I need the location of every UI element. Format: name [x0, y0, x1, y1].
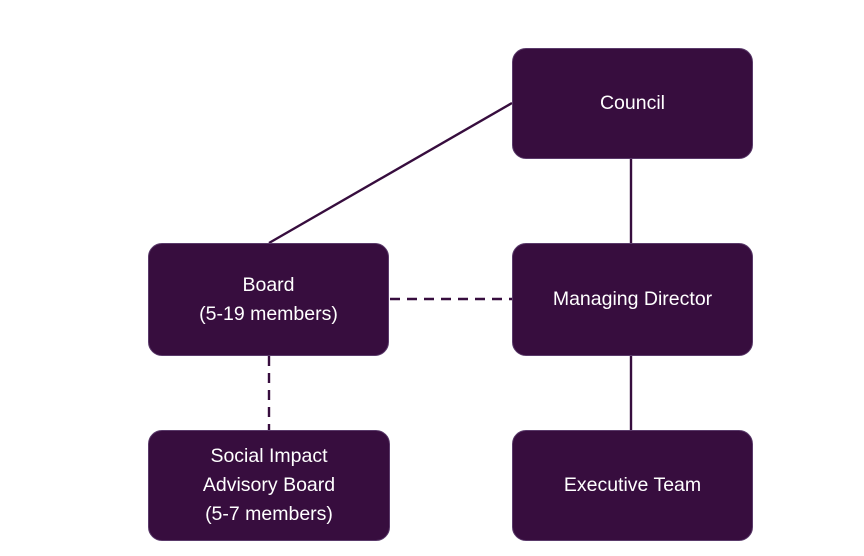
- node-council: Council: [512, 48, 753, 159]
- node-social-impact-advisory-board: Social Impact Advisory Board (5-7 member…: [148, 430, 390, 541]
- node-board-line-2: (5-19 members): [199, 302, 338, 325]
- node-board-line-1: Board: [242, 273, 295, 296]
- node-siab-line-1: Social Impact: [210, 445, 328, 467]
- node-executive-team-line-1: Executive Team: [563, 474, 702, 496]
- node-executive-team: Executive Team: [512, 430, 753, 541]
- node-board: Board (5-19 members): [148, 243, 389, 356]
- node-council-line-1: Council: [599, 92, 666, 114]
- node-siab-line-3: (5-7 members): [205, 503, 333, 525]
- node-managing-director-line-1: Managing Director: [552, 288, 713, 310]
- node-managing-director: Managing Director: [512, 243, 753, 356]
- node-siab-line-2: Advisory Board: [202, 474, 336, 496]
- connector-council-board: [268, 101, 513, 245]
